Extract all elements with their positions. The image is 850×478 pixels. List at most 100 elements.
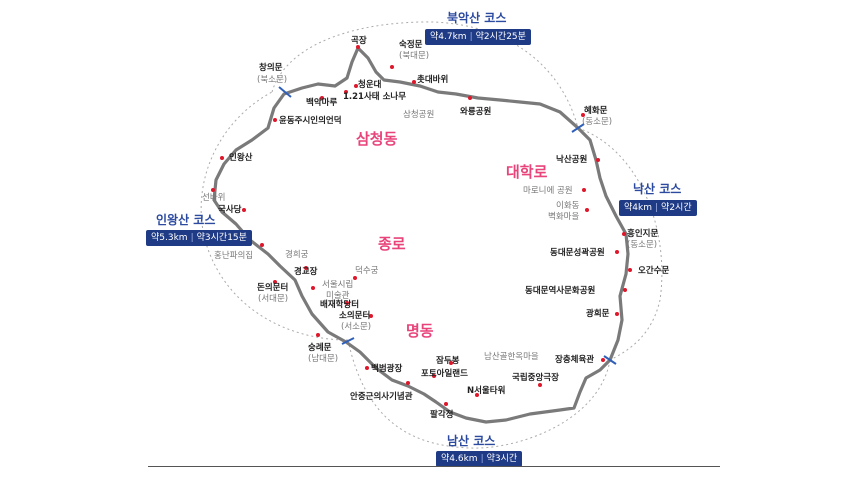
course-info-naksan: 약4km|약2시간	[619, 200, 697, 216]
marker-gwanghuimun	[615, 312, 619, 316]
marker-seoul-museum	[311, 286, 315, 290]
label-inwangsan: 인왕산	[229, 153, 253, 163]
label-deoksugung: 덕수궁	[355, 266, 379, 276]
marker-marronnier	[582, 188, 586, 192]
course-time: 약3시간	[486, 454, 518, 464]
label-national-theater: 국립중앙극장	[512, 373, 559, 383]
course-title-inwangsan: 인왕산 코스	[156, 213, 216, 227]
label-palgakjeong: 팔각정	[430, 410, 454, 420]
course-ring-namsan	[347, 339, 611, 449]
gate-markers	[278, 86, 617, 365]
marker-souimun	[369, 314, 373, 318]
marker-gyeonggyojang	[304, 266, 308, 270]
marker-yundongju	[273, 118, 277, 122]
label-guksadang: 국사당	[218, 205, 242, 215]
label-jamdubong: 잠두봉	[436, 356, 460, 366]
label-ddp-history: 동대문역사문화공원	[525, 286, 596, 296]
place-markers	[211, 45, 632, 406]
label-gyeonggyojang: 경교장	[294, 267, 318, 277]
marker-gokjang	[356, 45, 360, 49]
label-souimun: 소의문터	[339, 311, 371, 321]
marker-heunginjimun	[622, 232, 626, 236]
label-souimun-sub: (서소문)	[341, 322, 372, 332]
gate-marker-hyehwamun	[571, 123, 585, 133]
label-hongnan-house: 홍난파의집	[214, 251, 254, 261]
label-baejae: 배재학당터	[320, 300, 360, 310]
marker-inwangsan	[220, 156, 224, 160]
marker-hongnan	[260, 243, 264, 247]
label-heunginjimun-sub: (동소문)	[627, 240, 658, 250]
marker-sukjeongmun	[390, 65, 394, 69]
marker-donuimun	[273, 280, 277, 284]
district-label-jongno: 종로	[378, 235, 406, 253]
gate-marker-gwanghuimun	[603, 355, 617, 365]
course-info-inwangsan: 약5.3km|약3시간15분	[146, 230, 252, 246]
marker-cheongundae	[354, 84, 358, 88]
label-ihwadong: 이화동	[556, 201, 580, 211]
label-ihwadong-2: 벽화마을	[548, 212, 580, 222]
marker-photo-island	[432, 374, 436, 378]
marker-sungnyemun	[316, 333, 320, 337]
label-hyehwamun: 혜화문	[584, 106, 608, 116]
label-naksan-park: 낙산공원	[556, 155, 588, 165]
label-baegakmaru: 백악마루	[306, 98, 338, 108]
marker-ihwadong	[585, 208, 589, 212]
label-gyeonghuigung: 경희궁	[285, 250, 309, 260]
course-info-bugaksan: 약4.7km|약2시간25분	[425, 29, 531, 45]
label-samcheong-park: 삼청공원	[403, 110, 435, 120]
marker-jangchung	[601, 358, 605, 362]
label-yundongju-hill: 윤동주시인의언덕	[279, 116, 342, 126]
course-distance: 약4km	[624, 203, 652, 213]
label-waryong-park: 와룡공원	[460, 107, 492, 117]
course-distance: 약5.3km	[151, 233, 188, 243]
marker-national-theater	[538, 383, 542, 387]
course-time: 약2시간25분	[475, 32, 526, 42]
marker-palgakjeong	[444, 402, 448, 406]
course-title-bugaksan: 북악산 코스	[447, 11, 507, 25]
label-ogansumun: 오간수문	[638, 266, 670, 276]
label-seoul-museum: 서울시립	[322, 280, 354, 290]
label-chotdaebawi: 촛대바위	[417, 75, 449, 85]
marker-hyehwamun	[581, 113, 585, 117]
label-namsangol: 남산골한옥마을	[484, 352, 539, 362]
fortress-wall-line	[212, 46, 630, 424]
marker-sonamu	[344, 90, 348, 94]
label-donuimun-sub: (서대문)	[258, 294, 289, 304]
marker-waryong	[468, 96, 472, 100]
label-jangchung: 장충체육관	[555, 355, 595, 365]
label-seonbawi: 선바위	[202, 193, 226, 203]
course-time: 약3시간15분	[196, 233, 247, 243]
label-sonamu-121: 1.21사태 소나무	[343, 92, 407, 102]
course-ring-inwangsan	[200, 91, 349, 341]
label-donuimun: 돈의문터	[257, 283, 289, 293]
marker-seonbawi	[211, 188, 215, 192]
gate-marker-changuimun	[278, 86, 292, 98]
label-sungnyemun-sub: (남대문)	[308, 354, 339, 364]
course-distance: 약4.7km	[430, 32, 467, 42]
course-title-naksan: 낙산 코스	[633, 182, 682, 196]
label-gokjang: 곡장	[351, 36, 367, 46]
label-cheongundae: 청운대	[358, 80, 382, 90]
marker-deoksugung	[353, 276, 357, 280]
marker-n-tower	[475, 393, 479, 397]
label-baekbeom: 백범광장	[371, 364, 403, 374]
label-sukjeongmun-sub: (북대문)	[399, 51, 430, 61]
course-ring-bugaksan	[271, 21, 579, 129]
course-time: 약2시간	[661, 203, 692, 213]
label-n-tower: N서울타워	[467, 386, 506, 396]
label-hyehwamun-sub: (동소문)	[582, 117, 613, 127]
label-gwanghuimun: 광희문	[586, 309, 610, 319]
course-info-namsan: 약4.6km|약3시간	[436, 451, 523, 467]
label-ahn-museum: 안중근의사기념관	[350, 392, 413, 402]
course-title-namsan: 남산 코스	[447, 434, 496, 448]
label-sungnyemun: 숭례문	[308, 343, 332, 353]
marker-ddp-park	[615, 250, 619, 254]
label-changuimun-sub: (북소문)	[257, 75, 288, 85]
label-heunginjimun: 흥인지문	[627, 229, 659, 239]
bottom-rule	[148, 466, 720, 467]
marker-ogansumun	[628, 268, 632, 272]
marker-guksadang	[242, 208, 246, 212]
marker-baekbeom	[365, 366, 369, 370]
gate-marker-sungnyemun	[341, 337, 355, 345]
